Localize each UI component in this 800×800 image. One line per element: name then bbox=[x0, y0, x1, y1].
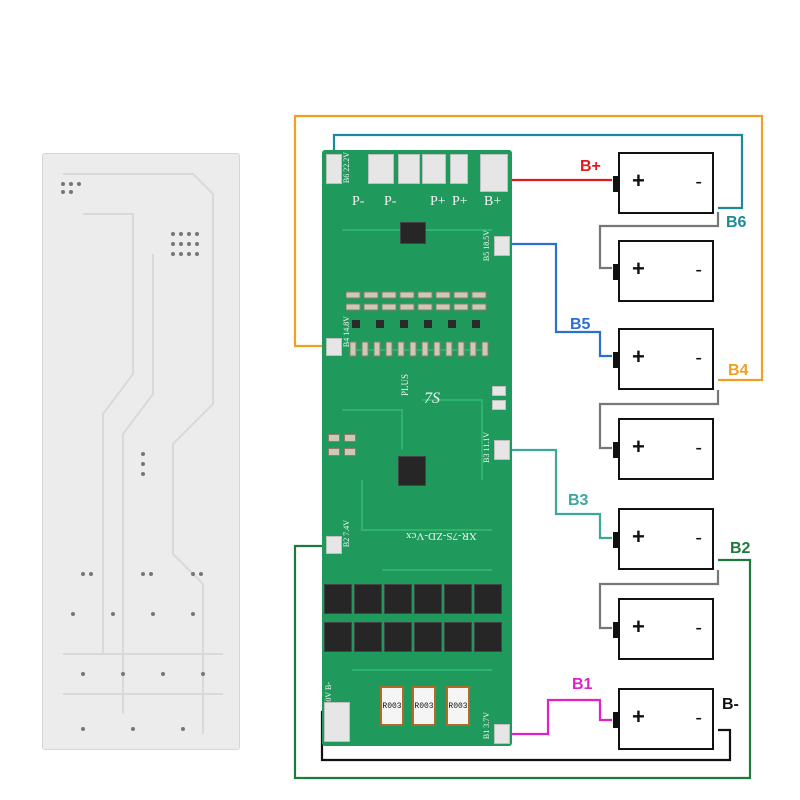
wire-b5 bbox=[508, 242, 612, 358]
mosfet bbox=[354, 584, 382, 614]
battery-cell-1: + - bbox=[613, 152, 714, 214]
wire-label-b6: B6 bbox=[726, 214, 747, 231]
mosfet bbox=[414, 622, 442, 652]
cell-terminal bbox=[613, 712, 619, 728]
pcb-label-series: 7S bbox=[424, 390, 440, 407]
pcb-label-model: XR-7S-ZD-Vcx bbox=[406, 530, 477, 542]
pcb-label-b4: B4 14.8V bbox=[342, 316, 351, 348]
pcb-smd-left-3 bbox=[328, 448, 340, 456]
pcb-label-b-minus: 0V B- bbox=[324, 682, 333, 702]
wire-label-b2: B2 bbox=[730, 540, 751, 557]
pad-b1 bbox=[494, 724, 510, 744]
wire-label-b5: B5 bbox=[570, 316, 591, 333]
battery-cell-4: + - bbox=[613, 418, 714, 480]
wire-b3 bbox=[508, 448, 612, 540]
mosfet bbox=[384, 584, 412, 614]
pcb-label-b6: B6 22.2V bbox=[342, 152, 351, 184]
shunt-resistor: R003 bbox=[412, 686, 436, 726]
pcb-label-b2: B2 7.4V bbox=[342, 520, 351, 548]
link-1-2 bbox=[598, 212, 720, 270]
mosfet bbox=[324, 622, 352, 652]
link-3-4 bbox=[598, 390, 720, 450]
cell-minus-sign: - bbox=[695, 617, 702, 639]
pad-p-minus-1 bbox=[368, 154, 394, 184]
battery-cell-2: + - bbox=[613, 240, 714, 302]
pcb-ic-main bbox=[398, 456, 426, 486]
mosfet bbox=[384, 622, 412, 652]
pad-p-plus-2 bbox=[450, 154, 468, 184]
pcb-label-b-plus: B+ bbox=[484, 194, 502, 209]
wire-label-b1: B1 bbox=[572, 676, 593, 693]
board-back-traces bbox=[61, 173, 223, 734]
wire-label-b-plus: B+ bbox=[580, 158, 601, 175]
pcb-label-p-minus-2: P- bbox=[384, 194, 397, 209]
pad-p-plus-1 bbox=[422, 154, 446, 184]
shunt-resistor: R003 bbox=[380, 686, 404, 726]
cell-plus-sign: + bbox=[632, 524, 645, 549]
cell-minus-sign: - bbox=[695, 347, 702, 369]
board-back-side bbox=[42, 153, 240, 750]
cell-minus-sign: - bbox=[695, 171, 702, 193]
cell-plus-sign: + bbox=[632, 434, 645, 459]
cell-plus-sign: + bbox=[632, 704, 645, 729]
cell-minus-sign: - bbox=[695, 527, 702, 549]
cell-plus-sign: + bbox=[632, 614, 645, 639]
pcb-smd-left-4 bbox=[344, 448, 356, 456]
cell-minus-sign: - bbox=[695, 259, 702, 281]
cell-minus-sign: - bbox=[695, 707, 702, 729]
cell-minus-sign: - bbox=[695, 437, 702, 459]
cell-plus-sign: + bbox=[632, 344, 645, 369]
battery-cell-3: + - bbox=[613, 328, 714, 390]
mosfet bbox=[444, 584, 472, 614]
pcb-label-p-minus-1: P- bbox=[352, 194, 365, 209]
pad-b2 bbox=[326, 536, 342, 554]
pcb-smd-left-1 bbox=[328, 434, 340, 442]
mosfet bbox=[414, 584, 442, 614]
pad-b3 bbox=[494, 440, 510, 460]
wire-b4 bbox=[293, 114, 764, 382]
pad-test-1 bbox=[492, 386, 506, 396]
wire-label-b4: B4 bbox=[728, 362, 749, 379]
cell-terminal bbox=[613, 176, 619, 192]
cell-terminal bbox=[613, 442, 619, 458]
pcb-label-b1: B1 3.7V bbox=[482, 712, 491, 740]
battery-cell-5: + - bbox=[613, 508, 714, 570]
wire-b2 bbox=[293, 544, 752, 780]
board-front-side: B6 22.2V P- P- P+ P+ B+ B5 18.5V bbox=[322, 150, 512, 746]
pcb-label-b5: B5 18.5V bbox=[482, 230, 491, 262]
pcb-label-p-plus-1: P+ bbox=[430, 194, 446, 209]
shunt-resistor: R003 bbox=[446, 686, 470, 726]
cell-terminal bbox=[613, 532, 619, 548]
pad-test-2 bbox=[492, 400, 506, 410]
pad-b-minus bbox=[324, 702, 350, 742]
wire-b1 bbox=[508, 698, 612, 736]
battery-cell-7: + - bbox=[613, 688, 714, 750]
cell-terminal bbox=[613, 622, 619, 638]
mosfet bbox=[474, 584, 502, 614]
cell-plus-sign: + bbox=[632, 256, 645, 281]
pcb-smd-array bbox=[346, 291, 489, 357]
link-5-6 bbox=[598, 570, 720, 630]
pcb-smd-left-2 bbox=[344, 434, 356, 442]
mosfet bbox=[474, 622, 502, 652]
mosfet bbox=[354, 622, 382, 652]
pad-b4 bbox=[326, 338, 342, 356]
mosfet bbox=[444, 622, 472, 652]
pcb-label-p-plus-2: P+ bbox=[452, 194, 468, 209]
pad-b-plus bbox=[480, 154, 508, 192]
cell-terminal bbox=[613, 264, 619, 280]
pad-b5 bbox=[494, 236, 510, 256]
pad-b6 bbox=[326, 154, 342, 184]
pcb-label-b3: B3 11.1V bbox=[482, 432, 491, 463]
pcb-ic-top bbox=[400, 222, 426, 244]
wire-label-b-minus: B- bbox=[722, 696, 739, 713]
battery-cell-6: + - bbox=[613, 598, 714, 660]
cell-terminal bbox=[613, 352, 619, 368]
pcb-label-plus: PLUS bbox=[400, 374, 410, 397]
pad-p-minus-2 bbox=[398, 154, 420, 184]
mosfet bbox=[324, 584, 352, 614]
wire-label-b3: B3 bbox=[568, 492, 589, 509]
cell-plus-sign: + bbox=[632, 168, 645, 193]
